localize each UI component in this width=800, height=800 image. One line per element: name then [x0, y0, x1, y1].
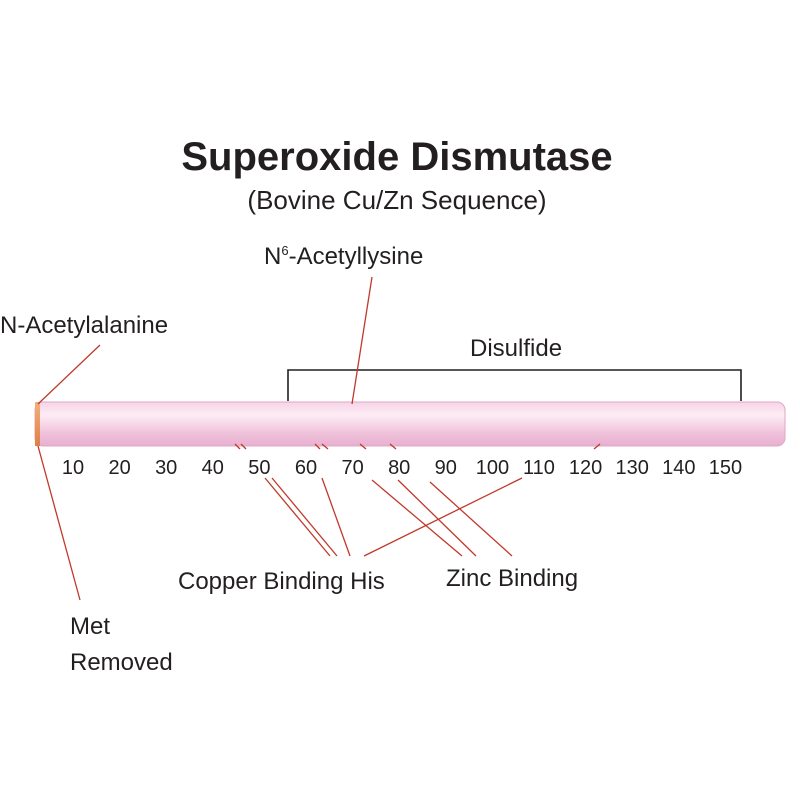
axis-tick-labels: 10 20 30 40 50 60 70 80 90 100 110 120 130 140 150: [62, 457, 742, 479]
copper-leader-1: [264, 477, 331, 557]
axis-tick-70: 70: [341, 457, 363, 479]
zinc-leader-1: [371, 479, 463, 557]
zinc-tick-1: [321, 443, 329, 450]
disulfide-bracket: [287, 369, 742, 401]
n-acetylalanine-leader: [37, 344, 101, 405]
zinc-leader-3: [429, 481, 513, 557]
axis-tick-30: 30: [155, 457, 177, 479]
axis-tick-100: 100: [476, 457, 509, 479]
copper-binding-label: Copper Binding His: [178, 568, 385, 595]
copper-tick-2: [240, 443, 247, 450]
axis-tick-110: 110: [523, 457, 555, 479]
zinc-tick-4: [593, 443, 601, 450]
axis-tick-150: 150: [709, 457, 742, 479]
axis-tick-20: 20: [108, 457, 130, 479]
met-removed-leader: [37, 445, 81, 601]
met-removed-label-line1: Met: [70, 613, 110, 640]
diagram-title: Superoxide Dismutase: [181, 135, 612, 179]
zinc-leader-2: [397, 479, 477, 557]
copper-leader-4: [363, 477, 523, 557]
axis-tick-80: 80: [388, 457, 410, 479]
met-removed-label-line2: Removed: [70, 649, 173, 676]
axis-tick-60: 60: [295, 457, 317, 479]
copper-tick-3: [314, 443, 321, 450]
zinc-tick-3: [389, 443, 397, 450]
sequence-bar: [34, 401, 786, 447]
axis-tick-130: 130: [616, 457, 649, 479]
leader-lines: [37, 276, 601, 601]
diagram-subtitle: (Bovine Cu/Zn Sequence): [247, 185, 546, 215]
disulfide-label: Disulfide: [470, 335, 562, 362]
copper-leader-2: [271, 477, 338, 557]
axis-tick-50: 50: [248, 457, 270, 479]
axis-tick-90: 90: [435, 457, 457, 479]
copper-tick-1: [234, 443, 241, 450]
acetyllysine-label: N6-Acetyllysine: [264, 243, 423, 270]
axis-tick-10: 10: [62, 457, 84, 479]
axis-tick-140: 140: [662, 457, 695, 479]
copper-leader-3: [321, 477, 351, 557]
zinc-binding-label: Zinc Binding: [446, 565, 578, 592]
axis-tick-120: 120: [569, 457, 602, 479]
axis-tick-40: 40: [202, 457, 224, 479]
n-acetylalanine-label: N-Acetylalanine: [0, 312, 168, 339]
zinc-tick-2: [359, 443, 367, 450]
acetyllysine-leader: [351, 276, 373, 405]
sequence-bar-n-terminus: [35, 402, 40, 446]
